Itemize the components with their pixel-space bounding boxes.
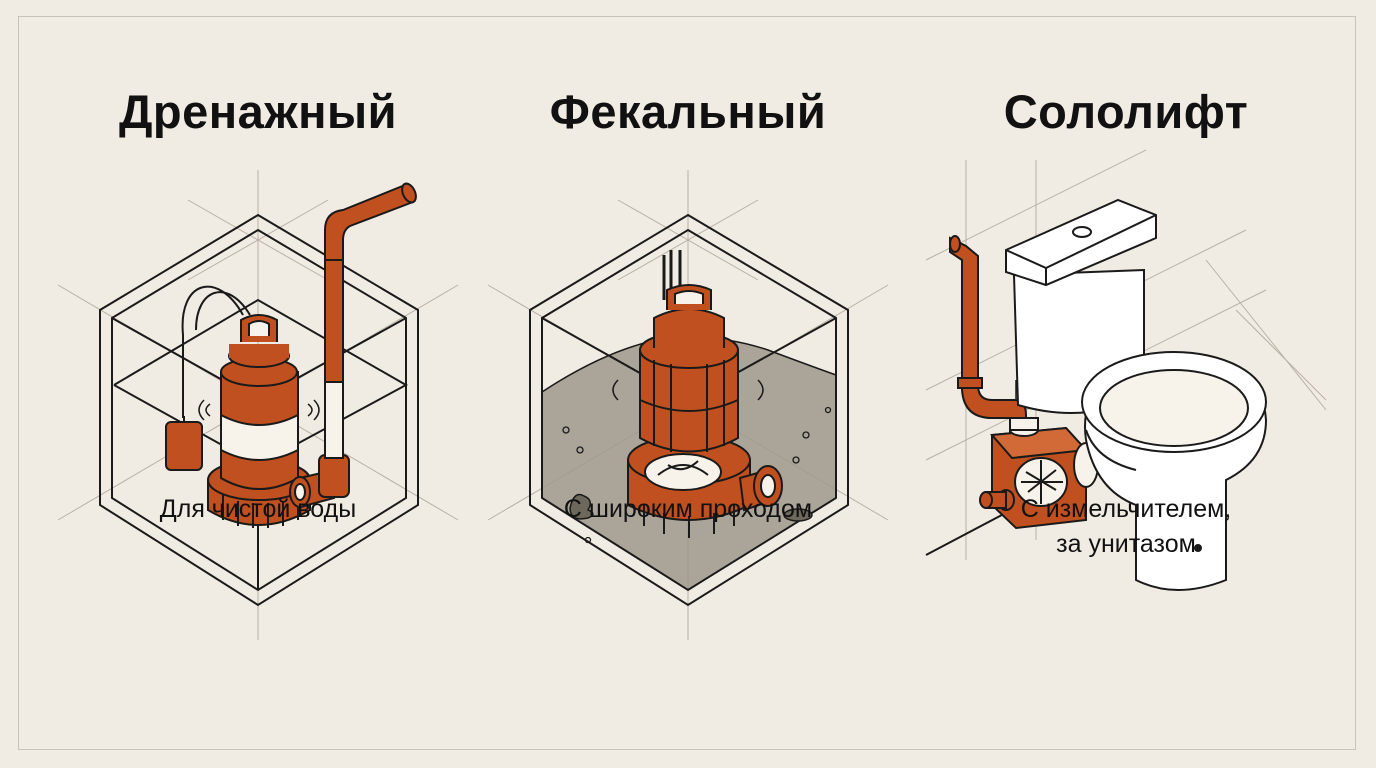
panel-title: Сололифт — [1003, 85, 1249, 138]
sewage-pump-icon — [468, 160, 908, 640]
caption-line: С измельчителем, — [1020, 495, 1232, 523]
panel-title: Дренажный — [118, 85, 398, 138]
panel-sololift: Сололифт — [906, 0, 1346, 768]
drainage-pump-icon — [38, 160, 478, 640]
toilet-macerator-icon — [906, 160, 1346, 640]
caption-line: Для чистой воды — [159, 495, 357, 523]
panel-sewage: Фекальный — [468, 0, 908, 768]
outer-frame — [18, 16, 1356, 750]
panel-drainage: Дренажный — [38, 0, 478, 768]
panel-caption: Для чистой воды — [38, 492, 478, 527]
panel-caption: С измельчителем, за унитазом — [906, 492, 1346, 562]
caption-line: С широким проходом — [563, 495, 813, 523]
panel-title: Фекальный — [549, 85, 827, 138]
panel-caption: С широким проходом — [468, 492, 908, 527]
caption-line: за унитазом — [1056, 530, 1196, 558]
